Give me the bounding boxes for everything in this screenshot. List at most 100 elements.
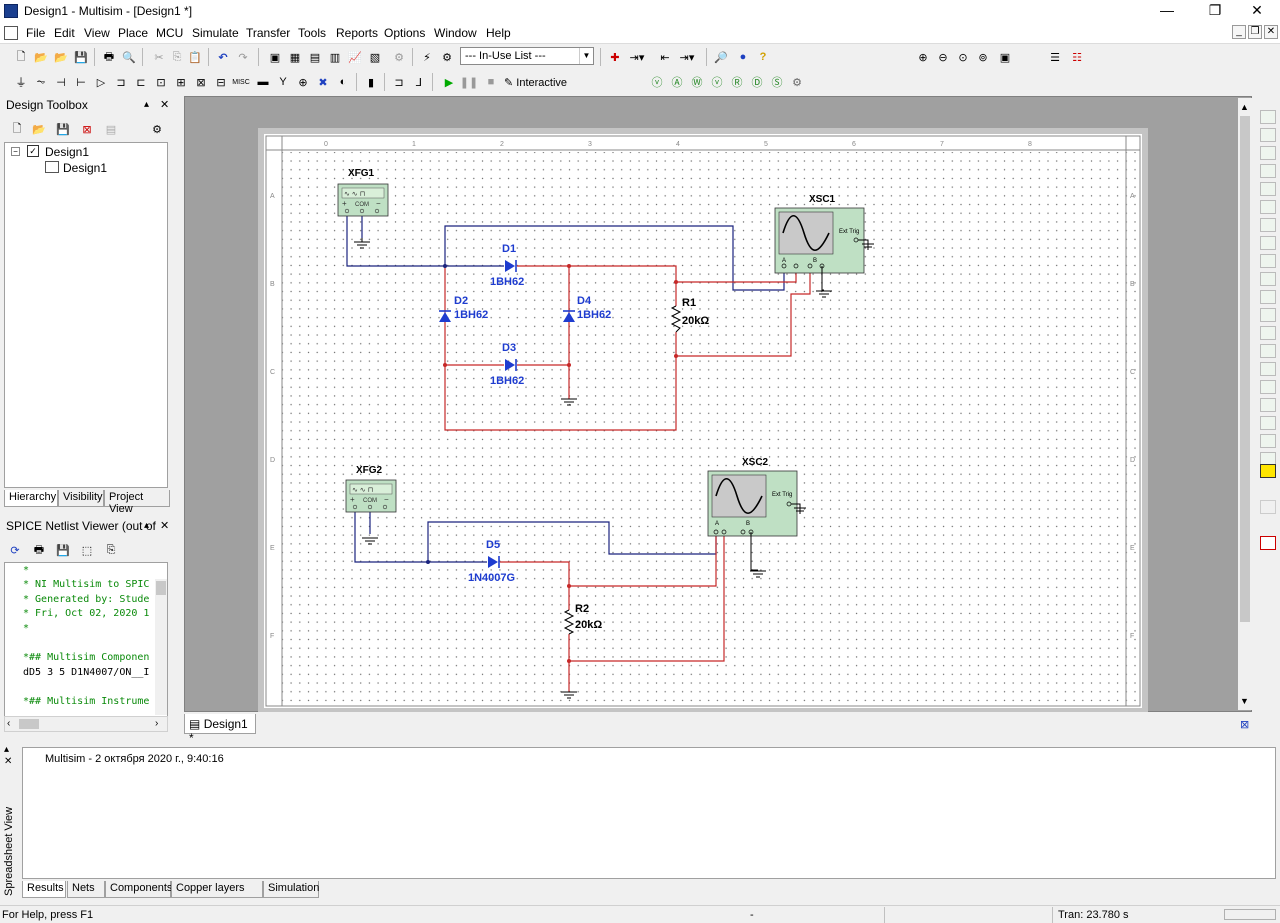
tab-simulation[interactable]: Simulation [263, 881, 319, 898]
scroll-right-icon[interactable]: › [155, 718, 159, 729]
probe-current-icon[interactable]: Ⓐ [671, 77, 683, 89]
ground-symbol[interactable] [561, 691, 577, 699]
scrollbar-thumb[interactable] [1240, 116, 1250, 622]
scroll-down-icon[interactable]: ▼ [1240, 696, 1249, 706]
panel-close-icon[interactable]: ✕ [4, 756, 13, 767]
ground-symbol[interactable] [362, 537, 378, 545]
diode-d2[interactable]: D2 1BH62 [439, 295, 488, 322]
open-sample-icon[interactable]: 📂 [54, 51, 68, 64]
wattmeter-icon[interactable] [1260, 146, 1276, 160]
diode-icon[interactable]: ⊣ [56, 76, 66, 89]
spice-horizontal-scrollbar[interactable]: ‹ › [4, 716, 168, 732]
tab-copper-layers[interactable]: Copper layers [171, 881, 263, 898]
diode-d5[interactable]: D5 1N4007G [468, 539, 515, 584]
panel-autohide-icon[interactable]: ▴ [144, 99, 150, 110]
electromechanical-icon[interactable]: ⊕ [298, 76, 308, 89]
diode-d3[interactable]: D3 1BH62 [490, 342, 524, 387]
tab-hierarchy[interactable]: Hierarchy [4, 490, 58, 507]
spreadsheet-icon[interactable]: ▦ [289, 51, 301, 64]
minimize-button[interactable]: — [1160, 2, 1174, 18]
logic-analyzer-icon[interactable] [1260, 272, 1276, 286]
ttl-icon[interactable]: ⊐ [116, 76, 126, 89]
logic-converter-icon[interactable] [1260, 254, 1276, 268]
multimeter-icon[interactable] [1260, 110, 1276, 124]
design-checkbox-icon[interactable]: ✓ [27, 145, 39, 157]
zoom-in-icon[interactable]: ⊕ [918, 51, 928, 64]
undo-icon[interactable]: ↶ [218, 51, 228, 64]
refresh-icon[interactable]: ⟳ [10, 544, 20, 557]
paste-icon[interactable]: 📋 [188, 51, 202, 64]
probe-icon[interactable]: ✚ [610, 51, 620, 64]
ground-symbol[interactable] [354, 238, 370, 249]
save-design-icon[interactable]: 💾 [56, 123, 70, 136]
tab-menu-icon[interactable]: ⊠ [1240, 719, 1250, 731]
schematic-canvas[interactable]: 0 1 2 3 4 5 6 7 8 A B C D E F A B C D E … [264, 134, 1142, 708]
probe-settings-icon[interactable]: ⇥▾ [629, 51, 645, 64]
resistor-r1[interactable]: R1 20kΩ [670, 297, 709, 333]
menu-reports[interactable]: Reports [336, 26, 379, 40]
component-wizard-icon[interactable]: ▥ [329, 51, 341, 64]
probe-stop-icon[interactable]: Ⓢ [771, 77, 783, 89]
scroll-up-icon[interactable]: ▲ [1240, 102, 1249, 112]
close-button[interactable]: ✕ [1251, 2, 1263, 18]
iv-analyzer-icon[interactable] [1260, 290, 1276, 304]
grid-settings-icon[interactable]: ☰ [1050, 51, 1060, 64]
menu-transfer[interactable]: Transfer [246, 26, 291, 40]
menu-place[interactable]: Place [118, 26, 149, 40]
transistor-icon[interactable]: ⊢ [76, 76, 86, 89]
spice-autohide-icon[interactable]: ▴ [144, 520, 150, 531]
spice-close-icon[interactable]: ✕ [160, 520, 170, 532]
menu-window[interactable]: Window [434, 26, 477, 40]
spice-vertical-scrollbar[interactable] [155, 579, 167, 715]
grapher-icon[interactable]: 📈 [348, 51, 362, 64]
forward-annotate-icon[interactable]: ⇥▾ [679, 51, 695, 64]
agilent-generator-icon[interactable] [1260, 362, 1276, 376]
zoom-sheet-icon[interactable]: ⊚ [978, 51, 988, 64]
spice-copy-icon[interactable]: ⎘ [106, 543, 116, 556]
document-tab-design1[interactable]: ▤ Design1 * [184, 714, 256, 745]
cut-icon[interactable]: ✂ [154, 51, 164, 64]
electrical-rules-icon[interactable]: ⚙ [394, 51, 404, 64]
mcu-icon[interactable]: ◐ [339, 76, 347, 88]
four-channel-oscilloscope-icon[interactable] [1260, 182, 1276, 196]
disabled-design-icon[interactable]: ▤ [105, 123, 117, 136]
spice-netlist-text[interactable]: * * NI Multisim to SPIC * Generated by: … [4, 562, 168, 718]
postprocessor-icon[interactable]: ▧ [369, 51, 381, 64]
spice-save-icon[interactable]: 💾 [56, 544, 70, 557]
frequency-counter-icon[interactable] [1260, 218, 1276, 232]
mixed-icon[interactable]: ⊞ [176, 76, 186, 89]
tab-components[interactable]: Components [105, 881, 172, 898]
menu-view[interactable]: View [84, 26, 110, 40]
indicator-icon[interactable]: ⊠ [196, 76, 206, 89]
tektronix-oscilloscope-icon[interactable] [1260, 416, 1276, 430]
ni-component-icon[interactable]: ✖ [318, 76, 328, 89]
labview-instrument-icon[interactable] [1260, 434, 1276, 448]
tree-collapse-icon[interactable]: − [11, 147, 20, 156]
agilent-multimeter-icon[interactable] [1260, 380, 1276, 394]
probe-settings-gear-icon[interactable]: ⚙ [792, 76, 802, 89]
save-icon[interactable]: 💾 [74, 51, 88, 64]
distortion-analyzer-icon[interactable] [1260, 308, 1276, 322]
misc-icon[interactable]: MISC [232, 78, 250, 86]
globe-icon[interactable]: ● [739, 51, 747, 63]
zoom-out-icon[interactable]: ⊖ [938, 51, 948, 64]
workspace-vertical-scrollbar[interactable]: ▲ ▼ [1238, 98, 1252, 710]
word-generator-icon[interactable] [1260, 236, 1276, 250]
full-screen-icon[interactable]: ▣ [999, 51, 1011, 64]
probe-power-icon[interactable]: Ⓦ [691, 77, 703, 89]
wire-icon[interactable]: ⅃ [415, 76, 423, 89]
rf-icon[interactable]: Y [279, 76, 287, 88]
resistor-r2[interactable]: R2 20kΩ [563, 603, 602, 635]
tree-child-item[interactable]: Design1 [63, 161, 108, 175]
red-wires-2[interactable] [500, 532, 725, 692]
ground-symbol[interactable] [561, 398, 577, 406]
probe-ref-icon[interactable]: Ⓡ [731, 77, 743, 89]
tab-nets[interactable]: Nets [67, 881, 105, 898]
find-icon[interactable]: 🔎 [714, 51, 728, 64]
maximize-button[interactable]: ❐ [1208, 2, 1222, 18]
diode-d4[interactable]: D4 1BH62 [563, 295, 611, 322]
back-annotate-icon[interactable]: ⇤ [660, 51, 670, 64]
database-manager-icon[interactable]: ▤ [309, 51, 321, 64]
toggle-toolbox-icon[interactable]: ▣ [269, 51, 281, 64]
tab-visibility[interactable]: Visibility [58, 490, 104, 507]
